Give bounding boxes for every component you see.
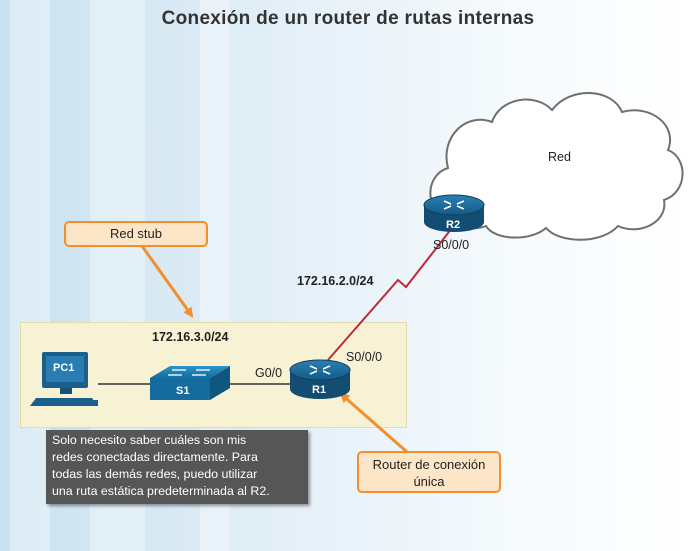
wan-serial-link [327, 227, 453, 361]
single-homed-router-callout-line2: única [413, 474, 445, 489]
router-note-line3: todas las demás redes, puedo utilizar [52, 467, 258, 481]
cloud-icon [429, 92, 684, 241]
stub-callout-arrow [140, 245, 194, 318]
switch-s1-icon[interactable] [150, 366, 230, 400]
stub-network-callout-text: Red stub [109, 226, 163, 241]
wan-network-label: 172.16.2.0/24 [297, 274, 374, 288]
page-title: Conexión de un router de rutas internas [161, 8, 535, 29]
pc-pc1-label: PC1 [53, 362, 75, 374]
router-note-line2: redes conectadas directamente. Para [52, 450, 258, 464]
cloud-label: Red [548, 150, 571, 164]
stub-network-callout: Red stub [64, 221, 208, 247]
pc-pc1-icon[interactable] [30, 352, 98, 406]
r1-gig-interface-label: G0/0 [255, 366, 283, 380]
r1-serial-interface-label: S0/0/0 [346, 350, 383, 364]
router-r1-label: R1 [312, 384, 327, 396]
single-homed-router-callout-line1: Router de conexión [372, 457, 486, 472]
single-homed-router-callout: Router de conexión única [357, 451, 501, 493]
switch-s1-label: S1 [176, 385, 190, 397]
router-r2-icon[interactable] [423, 194, 485, 232]
r2-serial-interface-label: S0/0/0 [433, 238, 470, 252]
router-r1-icon[interactable] [289, 359, 351, 399]
router-note: Solo necesito saber cuáles son mis redes… [46, 430, 308, 504]
router-note-line4: una ruta estática predeterminada al R2. [52, 484, 270, 498]
router-callout-arrow [339, 392, 408, 454]
lan-network-label: 172.16.3.0/24 [152, 330, 229, 344]
router-r2-label: R2 [446, 219, 461, 231]
router-note-line1: Solo necesito saber cuáles son mis [52, 433, 247, 447]
